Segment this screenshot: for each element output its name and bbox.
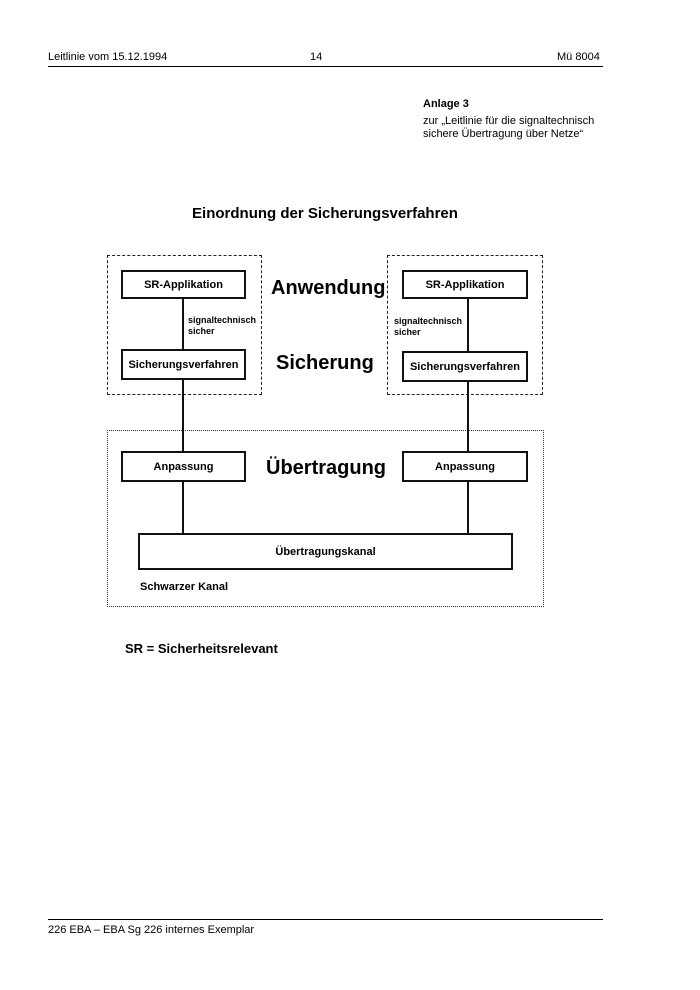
right-adapter-box: Anpassung: [402, 451, 528, 482]
black-channel-label: Schwarzer Kanal: [140, 581, 229, 593]
right-safe-note-line2: sicher: [394, 327, 421, 337]
layer-label-application: Anwendung: [271, 277, 386, 299]
right-safety-to-adapter-line: [467, 380, 469, 453]
header-right: Mü 8004: [557, 51, 600, 63]
diagram-title: Einordnung der Sicherungsverfahren: [192, 205, 458, 222]
annex-subtitle-line1: zur „Leitlinie für die signaltechnisch: [423, 115, 595, 127]
footer-text: 226 EBA – EBA Sg 226 internes Exemplar: [48, 924, 255, 936]
right-app-to-safety-line: [467, 297, 469, 351]
layer-label-transmission: Übertragung: [266, 457, 386, 479]
annex-subtitle-line2: sichere Übertragung über Netze“: [423, 128, 584, 140]
header-rule: [48, 66, 603, 67]
left-safe-note-line1: signaltechnisch: [188, 315, 257, 325]
right-safety-domain-frame: [387, 255, 543, 395]
annex-title: Anlage 3: [423, 98, 469, 110]
left-safety-domain-frame: [107, 255, 262, 395]
left-adapter-box: Anpassung: [121, 451, 246, 482]
transmission-channel-box: Übertragungskanal: [138, 533, 513, 570]
left-safe-note-line2: sicher: [188, 326, 215, 336]
black-channel-frame: [107, 430, 544, 607]
legend-abbreviation: SR = Sicherheitsrelevant: [125, 641, 278, 656]
right-safety-procedure-box: Sicherungsverfahren: [402, 351, 528, 382]
left-safety-to-adapter-line: [182, 378, 184, 453]
left-sr-application-box: SR-Applikation: [121, 270, 246, 299]
page-number: 14: [310, 51, 323, 63]
footer-rule: [48, 919, 603, 920]
right-sr-application-box: SR-Applikation: [402, 270, 528, 299]
left-app-to-safety-line: [182, 297, 184, 351]
left-safety-procedure-box: Sicherungsverfahren: [121, 349, 246, 380]
left-adapter-to-channel-line: [182, 480, 184, 535]
right-adapter-to-channel-line: [467, 481, 469, 535]
right-safe-note-line1: signaltechnisch: [394, 316, 463, 326]
layer-label-safety: Sicherung: [276, 352, 374, 374]
header-left: Leitlinie vom 15.12.1994: [48, 51, 168, 63]
